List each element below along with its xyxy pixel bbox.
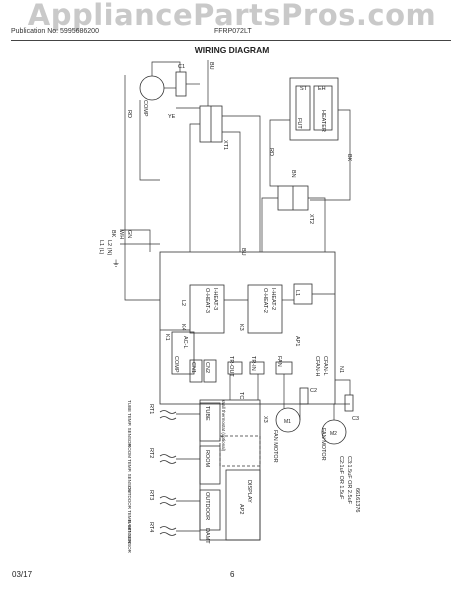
relay-l1-label: L1	[294, 290, 300, 296]
cap-note-c2: C2:1uF OR 1.5uF	[338, 456, 344, 500]
connector-tc: TC	[238, 392, 244, 399]
relay-k1-comp: COMP	[173, 356, 179, 373]
wire-rd-label: RD	[126, 110, 132, 118]
relay-k1	[171, 331, 195, 375]
page-title: WIRING DIAGRAM	[194, 45, 270, 55]
sensor-rt4-ref: RT4	[148, 522, 154, 532]
fan-motor-m1-id: M1	[284, 419, 291, 425]
heater-element-label: EH	[318, 86, 326, 92]
sensor-rt3-label: OUTDOOR TEMP. SENSOR	[127, 486, 132, 544]
sensor-port-tube: TUBE	[204, 406, 210, 421]
heater-thermostat-label: ST	[300, 86, 308, 92]
power-l2-label: L2 (N)	[106, 240, 112, 255]
fan-motor-x3-ref: X3	[262, 416, 268, 423]
display-label: DISPLAY	[246, 480, 252, 503]
compressor-symbol	[139, 75, 165, 101]
header-rule	[11, 40, 451, 41]
connector-n1: N1	[338, 366, 344, 373]
board-ap1-label: AP1	[294, 336, 300, 346]
capacitor-c1	[175, 71, 187, 97]
sensor-rt1-label: TUBE TEMP. SENSOR	[127, 400, 132, 447]
heater-element-box	[313, 85, 333, 131]
relay-k3	[247, 284, 283, 334]
heater-label: HEATER	[320, 110, 326, 132]
wire-bk2-label: BK	[346, 154, 352, 162]
relay-k1-acl: AC-L	[182, 336, 188, 349]
ground-icon: ⏚	[112, 259, 120, 268]
wire-ye-label: YE	[168, 114, 176, 120]
wire-bu2-label: BU	[240, 248, 246, 256]
model-number: FFRP072LT	[214, 28, 252, 35]
sensor-rt4-label: DAMT SENSOR	[127, 520, 132, 554]
sensor-rt1-ref: RT1	[148, 404, 154, 414]
relay-k4-label: K4	[180, 324, 186, 331]
footer-page-number: 6	[230, 570, 235, 579]
relay-k3-label: K3	[238, 324, 244, 331]
xt2-label: XT2	[308, 214, 314, 224]
display-ap2-ref: AP2	[238, 504, 244, 514]
fan-output-low: CFAN-L	[322, 356, 328, 376]
power-l1-label: L1 (L)	[98, 240, 104, 255]
publication-number: Publication No: 5995686200	[11, 28, 99, 35]
connector-tr-in: TR-IN	[250, 356, 256, 371]
relay-k4	[189, 284, 225, 334]
wire-bu-label: BU	[208, 62, 214, 70]
watermark-logo: AppliancePartsPros.com	[27, 0, 437, 32]
wire-rd2-label: RD	[268, 148, 274, 156]
sensor-rt3-ref: RT3	[148, 490, 154, 500]
relay-k1-label: K1	[164, 334, 170, 341]
relay-k4-contact-in: I-HEAT-3	[212, 288, 218, 310]
footer-date: 03/17	[12, 570, 33, 579]
capacitor-c3-label: C3	[352, 416, 359, 422]
wire-wh-label: WH	[118, 230, 124, 239]
sensor-rt2-ref: RT2	[148, 448, 154, 458]
relay-k4-contact-out: O-HEAT-3	[204, 288, 210, 313]
fan-motor-m2-label: FAN MOTOR	[320, 428, 326, 461]
connector-fan: FAN	[276, 356, 282, 367]
sensor-port-damt: DAMT	[204, 528, 210, 544]
xt1-label: XT1	[222, 140, 228, 150]
relay-k3-contact-in: I-HEAT-2	[270, 288, 276, 310]
connector-cn1: CN1	[190, 362, 196, 373]
cap-note-c3: C3:1.5uF OR 2.5uF	[346, 456, 352, 505]
wire-gn-label: GN	[126, 230, 132, 238]
wire-bn-label: BN	[290, 170, 296, 178]
capacitor-c1-label: C1	[178, 64, 185, 70]
connector-cn2: CN2	[204, 362, 210, 373]
relay-k3-contact-out: O-HEAT-2	[262, 288, 268, 313]
display-module	[225, 469, 261, 541]
fan-motor-m1-label: FAN MOTOR	[272, 430, 278, 463]
capacitor-c2-label: C2	[310, 388, 317, 394]
sensor-rt2-label: ROOM TEMP. SENSOR	[127, 444, 132, 493]
sensor-port-room: ROOM	[204, 450, 210, 468]
heater-fuse-label: FUT	[296, 118, 302, 129]
fan-output-high: CFAN-H	[314, 356, 320, 377]
relay-l2-label: L2	[180, 300, 186, 306]
heater-box	[289, 77, 339, 141]
compressor-label: COMP	[142, 100, 148, 117]
wall-thermostat-note: Wall thermostat (optional)	[221, 400, 226, 452]
wire-bk-label: BK	[110, 230, 116, 238]
document-number: 66161376	[354, 488, 360, 512]
heater-fuse-box	[295, 85, 311, 131]
connector-tr-out: TR-OUT	[228, 356, 234, 377]
sensor-port-outdoor: OUTDOOR	[204, 492, 210, 520]
fan-motor-m2-id: M2	[330, 431, 337, 437]
control-board-frame	[159, 251, 336, 405]
